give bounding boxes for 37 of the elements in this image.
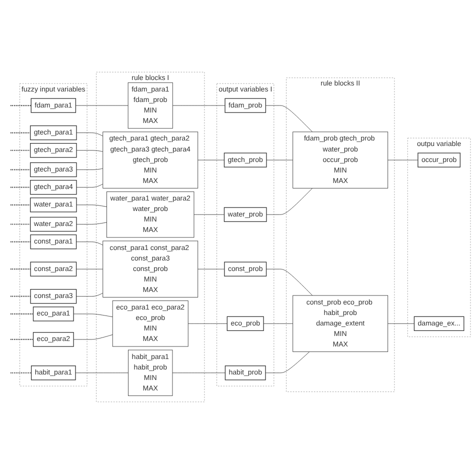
connector xyxy=(172,105,226,106)
connector xyxy=(73,314,113,318)
connector xyxy=(10,313,34,314)
connector xyxy=(10,132,30,134)
connector xyxy=(266,188,313,215)
connector xyxy=(10,224,30,225)
connector xyxy=(10,150,30,151)
connector xyxy=(10,338,34,340)
connector xyxy=(10,104,32,106)
connector xyxy=(76,132,104,136)
connector xyxy=(10,241,31,242)
connector xyxy=(10,372,32,374)
connector xyxy=(10,268,31,270)
connector xyxy=(76,242,104,246)
connector xyxy=(172,372,226,374)
connector xyxy=(265,105,313,132)
connector xyxy=(76,184,104,188)
connector xyxy=(263,323,294,324)
connector xyxy=(198,268,225,270)
connector xyxy=(265,352,310,374)
connector xyxy=(76,204,107,207)
connector xyxy=(194,214,224,215)
connector xyxy=(188,323,228,324)
connector xyxy=(76,222,107,224)
connector xyxy=(266,268,313,296)
connector xyxy=(76,168,104,170)
connector xyxy=(75,372,128,374)
connector xyxy=(73,334,113,340)
connector xyxy=(76,292,104,297)
connector xyxy=(76,268,104,270)
connector xyxy=(10,204,30,206)
connector xyxy=(10,169,30,170)
connector xyxy=(10,186,30,188)
connector xyxy=(76,105,128,106)
connector xyxy=(388,323,414,324)
connector xyxy=(10,296,31,297)
connector xyxy=(76,150,104,152)
